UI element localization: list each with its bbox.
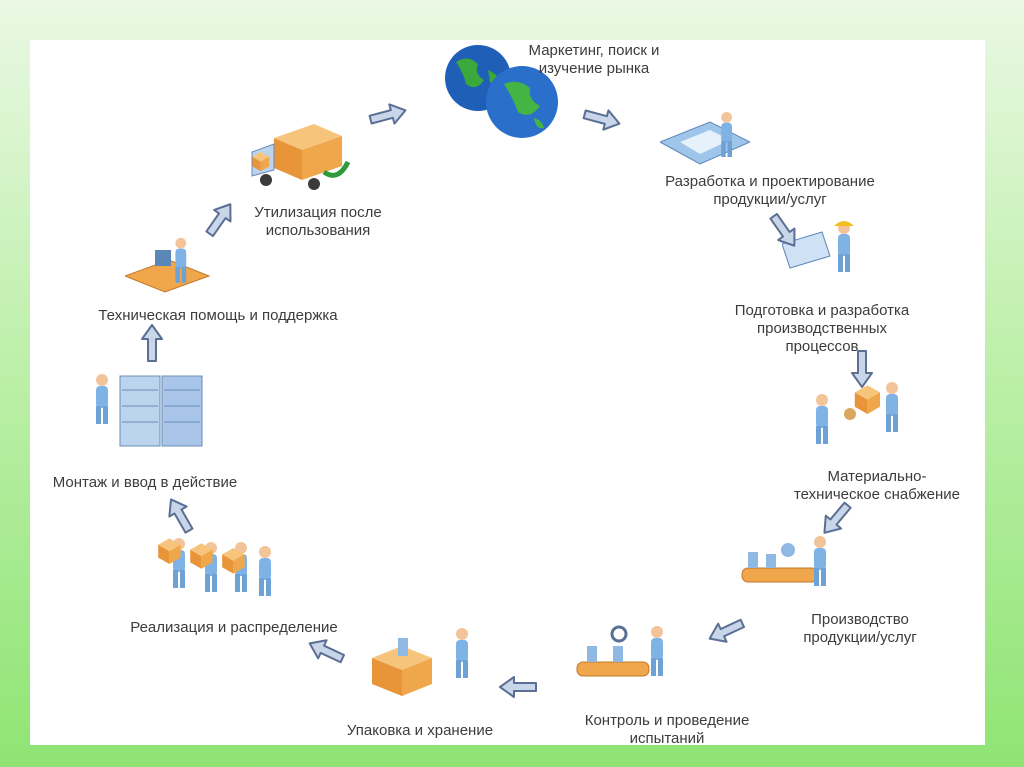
stage-label-design: Разработка и проектирование продукции/ус… (665, 173, 875, 208)
slide-canvas: Маркетинг, поиск и изучение рынка Разраб… (30, 40, 985, 747)
flow-arrow-left (499, 676, 537, 698)
open-box-icon (372, 628, 468, 696)
computer-desk-icon (125, 237, 211, 293)
flow-arrow-left (704, 613, 748, 649)
stage-label-support: Техническая помощь и поддержка (98, 307, 338, 324)
delivery-truck-icon (251, 124, 351, 190)
globe-icon (445, 45, 558, 138)
people-with-boxes-icon (158, 538, 271, 596)
flow-arrow-down (851, 350, 873, 388)
conveyor-production-icon (741, 536, 826, 586)
server-rack-icon (96, 374, 203, 447)
flow-arrow-right (367, 99, 409, 131)
stage-label-production: Производство продукции/услуг (803, 611, 917, 646)
stage-label-process: Подготовка и разработка производственных… (734, 302, 910, 355)
flow-arrow-up (141, 324, 163, 362)
stage-label-marketing: Маркетинг, поиск и изучение рынка (528, 42, 660, 77)
stage-label-supply: Материально- техническое снабжение (793, 468, 961, 503)
handover-box-icon (816, 382, 898, 444)
stage-label-disposal: Утилизация после использования (254, 204, 382, 239)
stage-label-install: Монтаж и ввод в действие (52, 474, 238, 491)
engineer-blueprint-icon (782, 221, 854, 272)
inspection-icon (576, 625, 663, 677)
stage-label-packing: Упаковка и хранение (346, 722, 494, 739)
flow-arrow-right (581, 103, 623, 135)
blueprint-desk-icon (660, 112, 750, 165)
stage-label-control: Контроль и проведение испытаний (584, 712, 750, 747)
stage-label-sales: Реализация и распределение (130, 619, 338, 636)
flow-arrow-left (304, 633, 348, 669)
